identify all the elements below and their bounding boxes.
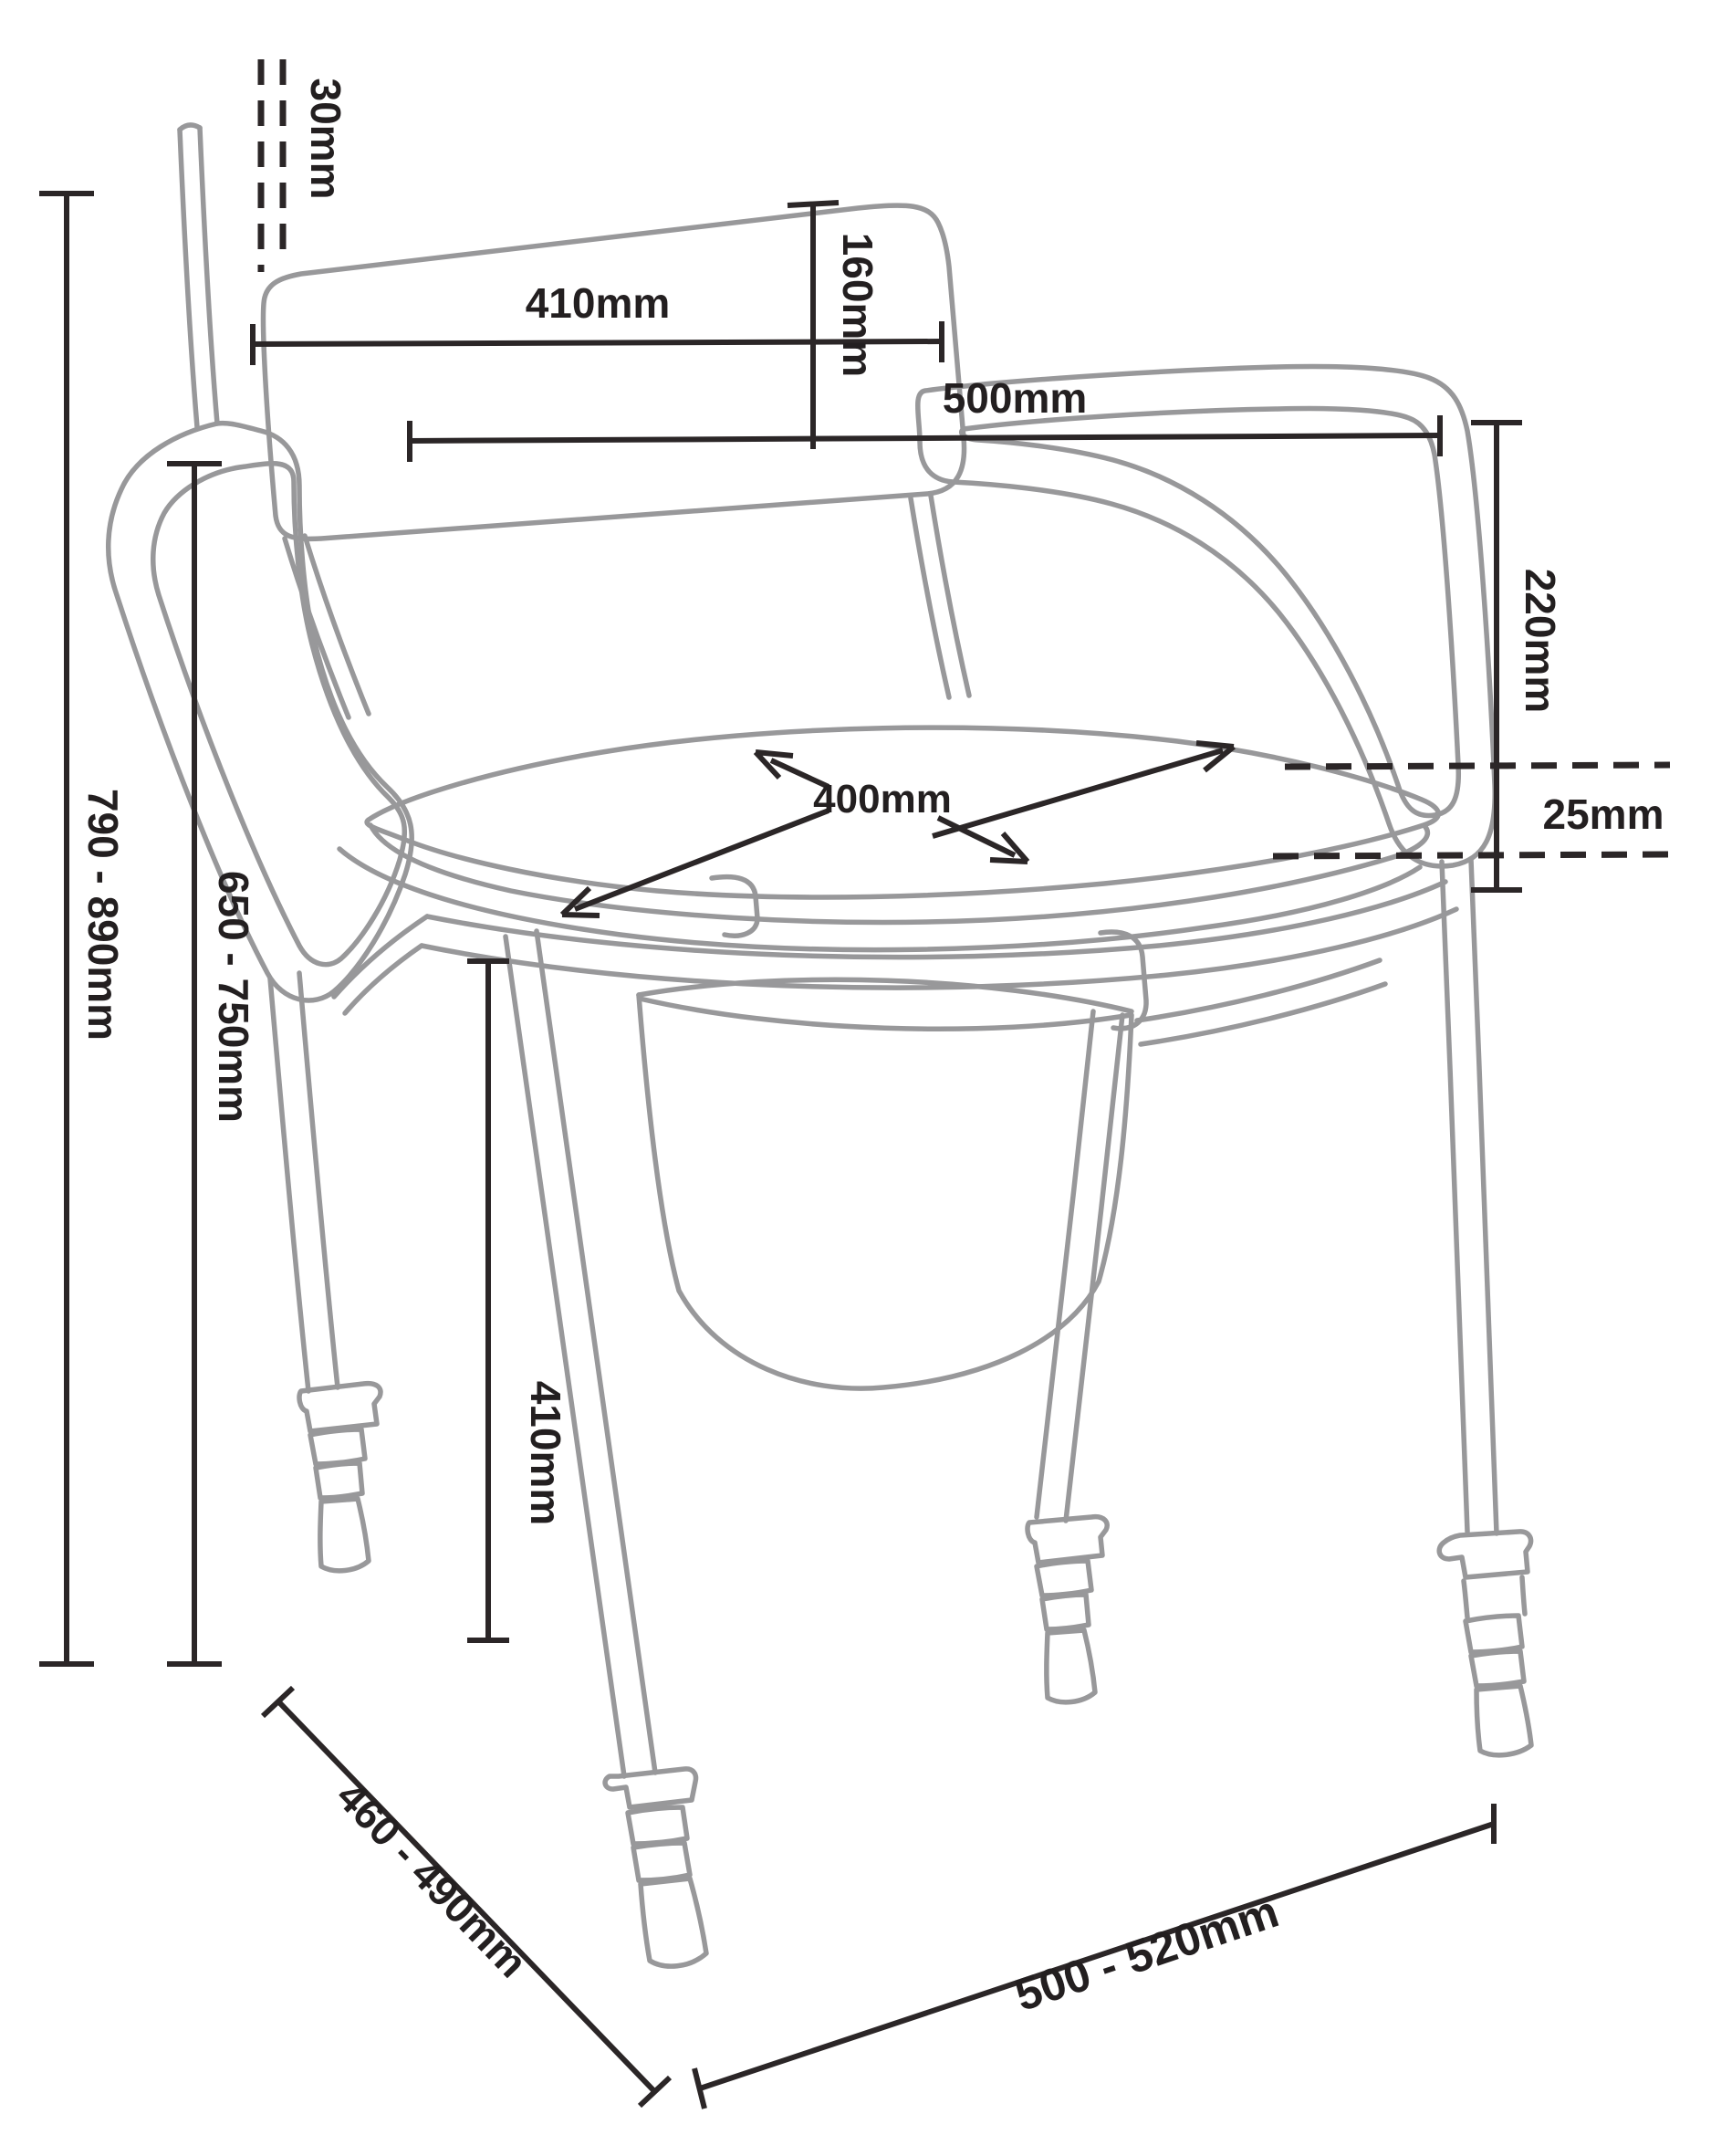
seat-cushion <box>364 725 1441 926</box>
label-armrest-span: 500mm <box>943 374 1088 422</box>
label-underseat-clearance: 410mm <box>522 1381 569 1526</box>
dim-backrest-height-line <box>787 200 840 449</box>
seat-platform-edge <box>337 846 1423 953</box>
label-backrest-offset: 30mm <box>302 78 350 200</box>
commode-bucket <box>636 874 1149 1391</box>
dim-backrest-offset-lines <box>257 59 287 272</box>
label-backrest-height: 160mm <box>834 233 882 378</box>
right-armrest <box>914 363 1497 869</box>
dim-armrest-range-line <box>167 461 222 1667</box>
dim-underseat-line <box>467 958 509 1643</box>
underseat-frame-rails <box>331 879 1459 1047</box>
left-armrest <box>106 420 414 1003</box>
dimension-lines <box>39 59 1673 2109</box>
label-backrest-width: 410mm <box>526 279 671 327</box>
front-right-leg <box>1436 857 1534 1758</box>
label-overall-height: 790 - 890mm <box>79 789 127 1041</box>
front-left-leg <box>503 928 709 1969</box>
dimension-labels: 30mm 410mm 160mm 500mm 220mm 25mm 400mm … <box>79 78 1664 2022</box>
dim-width-line <box>692 1804 1497 2109</box>
dim-seat-thickness-lines <box>1272 761 1673 860</box>
backrest-pad <box>260 203 967 542</box>
dim-armrest-height-line <box>1471 420 1522 893</box>
backrest-upright-tube <box>177 122 220 430</box>
back-right-leg <box>1025 1009 1125 1705</box>
label-seat-thickness: 25mm <box>1543 790 1664 838</box>
label-seat-width-depth: 400mm <box>813 777 952 822</box>
dim-armrest-span-line <box>407 415 1443 462</box>
dim-backrest-width-line <box>250 321 944 365</box>
label-armrest-height-range: 650 - 750mm <box>210 871 257 1123</box>
dim-seat-arrows <box>559 740 1236 918</box>
backrest-lower-uprights <box>282 493 972 720</box>
dim-depth-line <box>260 1685 673 2109</box>
chair-line-art <box>106 122 1534 1969</box>
label-armrest-above-seat: 220mm <box>1517 569 1564 714</box>
back-left-leg <box>267 970 383 1574</box>
dim-overall-height-line <box>39 191 94 1667</box>
label-frame-depth: 460 - 490mm <box>328 1772 537 1986</box>
label-frame-width: 500 - 520mm <box>1008 1886 1284 2021</box>
